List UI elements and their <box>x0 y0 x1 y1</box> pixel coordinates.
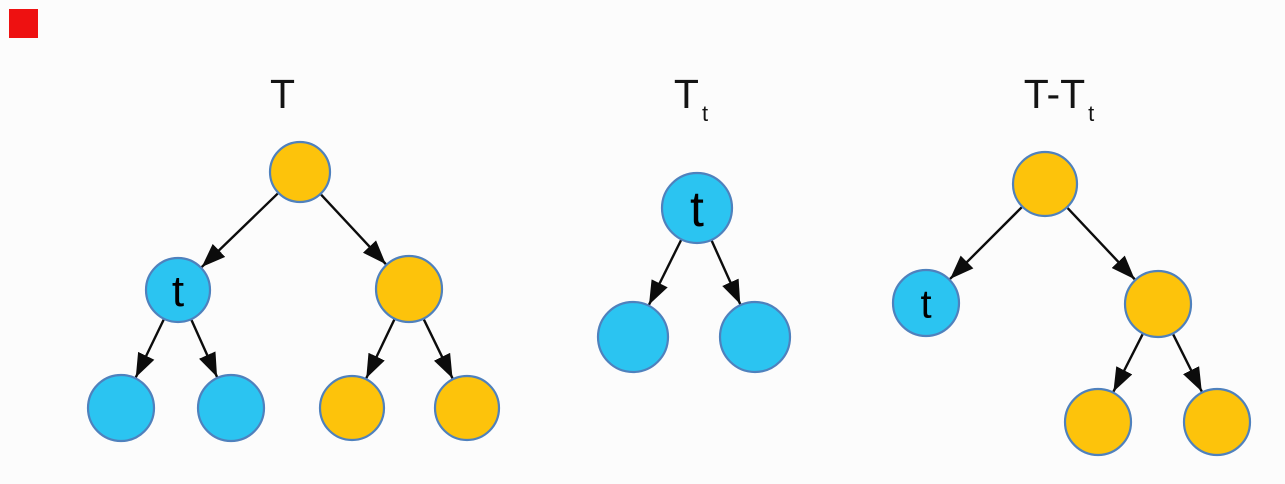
edge-arrow <box>200 192 279 268</box>
title-main: T <box>269 71 296 117</box>
node-label: t <box>172 267 184 316</box>
tree-node <box>374 254 444 324</box>
edge-arrow <box>190 319 219 378</box>
tree-tree-minus-subtree: t <box>891 150 1252 457</box>
edge-arrow <box>647 239 683 306</box>
tree-node <box>718 300 792 374</box>
title-subscript: t <box>1088 101 1095 126</box>
tree-node <box>1182 387 1252 457</box>
tree-subtree-t: t <box>596 171 792 374</box>
tree-title-T: T <box>270 74 298 115</box>
tree-node <box>144 256 212 324</box>
title-main: T-T <box>1023 71 1086 117</box>
tree-node <box>196 373 266 443</box>
edge-arrow <box>365 319 396 379</box>
tree-node <box>318 374 386 442</box>
tree-node <box>1123 269 1193 339</box>
edge-arrow <box>1172 333 1203 393</box>
node-label: t <box>920 282 931 326</box>
tree-full-tree: t <box>86 140 501 443</box>
node-label: t <box>690 181 704 237</box>
title-subscript: t <box>701 101 709 126</box>
edge-arrow <box>949 206 1023 280</box>
edge-arrow <box>1112 333 1144 393</box>
tree-node <box>1063 387 1133 457</box>
tree-node <box>86 373 156 443</box>
red-square-marker <box>9 9 38 38</box>
tree-node <box>891 268 961 338</box>
tree-node <box>268 140 332 204</box>
edge-arrow <box>1066 207 1136 281</box>
edge-arrow <box>134 319 165 378</box>
tree-node <box>1011 150 1079 218</box>
title-main: T <box>673 71 699 117</box>
tree-node <box>596 300 670 374</box>
tree-node <box>433 374 501 442</box>
edge-arrow <box>422 319 454 379</box>
tree-node <box>660 171 734 245</box>
edge-arrow <box>320 193 387 265</box>
edge-arrow <box>710 240 742 305</box>
